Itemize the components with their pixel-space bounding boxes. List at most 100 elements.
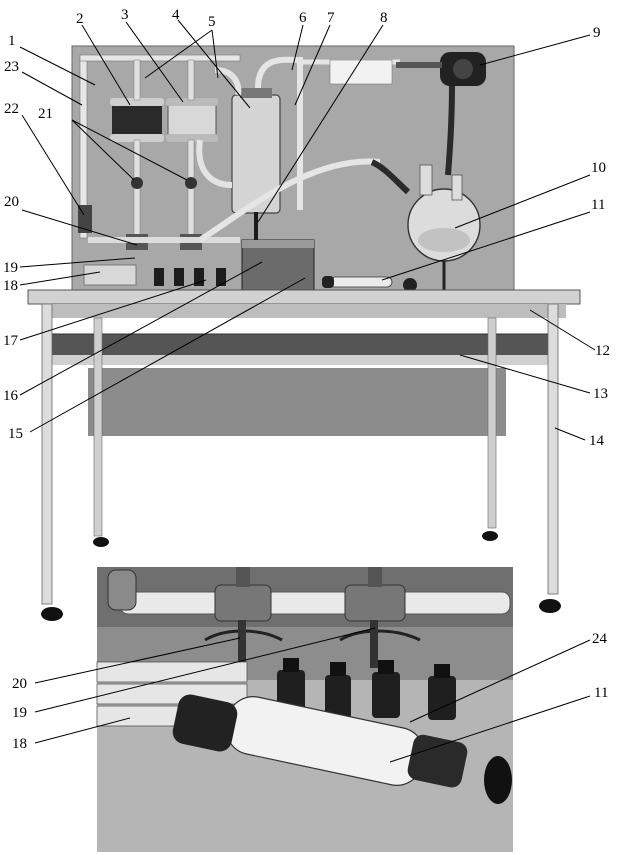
foot-front-left xyxy=(41,607,63,621)
label-bottom-11: 11 xyxy=(594,685,608,701)
label-16: 16 xyxy=(3,388,19,404)
foot-front-right xyxy=(539,599,561,613)
leader-b18 xyxy=(34,717,131,744)
label-18: 18 xyxy=(3,278,18,294)
leader-6 xyxy=(291,24,304,71)
stopcock-right xyxy=(185,177,197,189)
dark-hose-segment xyxy=(370,159,411,195)
leader-10 xyxy=(454,174,591,229)
label-bottom-19: 19 xyxy=(12,705,27,721)
number-labels: 1 23 2 3 4 5 6 7 8 9 10 11 12 13 14 15 1… xyxy=(3,7,610,752)
leader-15 xyxy=(29,277,306,433)
label-9: 9 xyxy=(593,25,601,41)
leader-20 xyxy=(21,209,138,246)
label-19: 19 xyxy=(3,260,18,276)
leader-21a xyxy=(71,119,135,181)
leader-21b xyxy=(71,119,188,181)
filter-canister-3 xyxy=(166,98,218,142)
closeup-clamp-right xyxy=(339,629,421,642)
shelf-rim xyxy=(50,355,556,365)
leader-17 xyxy=(19,279,207,341)
reagent-bottles-17 xyxy=(154,268,226,286)
table-leg-back-left xyxy=(93,317,103,537)
label-11: 11 xyxy=(591,197,605,213)
foot-back-right xyxy=(482,531,498,541)
leader-5a xyxy=(144,29,213,79)
label-10: 10 xyxy=(591,160,606,176)
label-22: 22 xyxy=(4,101,19,117)
label-4: 4 xyxy=(172,7,180,23)
closeup-bottles-24 xyxy=(277,658,456,720)
leader-1 xyxy=(19,46,96,86)
label-12: 12 xyxy=(595,343,610,359)
table-leg-back-right xyxy=(487,317,497,529)
top-photo xyxy=(27,45,581,621)
boxes-18 xyxy=(83,264,137,286)
leader-14 xyxy=(554,427,586,441)
leader-19 xyxy=(19,257,136,268)
closeup-pipe xyxy=(119,591,511,615)
label-7: 7 xyxy=(327,10,335,26)
leader-8 xyxy=(257,24,384,223)
table-leg-front-right xyxy=(547,303,559,595)
leader-lines xyxy=(19,19,596,763)
table-top-12 xyxy=(27,289,581,305)
leader-18 xyxy=(19,271,101,286)
water-tank-16 xyxy=(241,239,315,291)
tube-under-3 xyxy=(187,139,195,241)
label-15: 15 xyxy=(8,426,23,442)
closeup-elbow xyxy=(107,569,137,611)
bottom-photo xyxy=(96,567,513,852)
pump-hose xyxy=(445,85,455,176)
vacuum-pump-9 xyxy=(396,52,486,86)
clamp-22 xyxy=(78,205,92,233)
label-6: 6 xyxy=(299,10,307,26)
leader-7 xyxy=(294,24,331,106)
label-bottom-20: 20 xyxy=(12,676,27,692)
table-leg-front-left xyxy=(41,303,53,605)
leader-4 xyxy=(177,19,251,109)
leader-22 xyxy=(21,114,85,216)
closeup-stem-right xyxy=(370,620,378,668)
label-20: 20 xyxy=(4,194,19,210)
round-flask-10 xyxy=(407,164,481,262)
tube-above-3 xyxy=(187,59,195,101)
leader-b19 xyxy=(34,627,376,713)
leader-11-top xyxy=(381,211,591,281)
leader-b11 xyxy=(389,695,591,763)
leader-12 xyxy=(529,309,596,351)
label-17: 17 xyxy=(3,333,19,349)
foot-back-left xyxy=(93,537,109,547)
leader-3 xyxy=(125,21,184,103)
leader-b20 xyxy=(34,637,241,684)
label-8: 8 xyxy=(380,10,388,26)
label-5: 5 xyxy=(208,14,216,30)
table-apron xyxy=(46,304,566,318)
label-23: 23 xyxy=(4,59,19,75)
label-2: 2 xyxy=(76,11,84,27)
label-14: 14 xyxy=(589,433,605,449)
column-cap xyxy=(240,88,272,98)
leader-5b xyxy=(211,29,219,79)
label-plate xyxy=(329,59,393,85)
label-bottom-18: 18 xyxy=(12,736,27,752)
leader-9 xyxy=(479,34,591,66)
filter-canister-2 xyxy=(110,98,164,142)
leader-b24 xyxy=(409,639,591,723)
top-horizontal-tube xyxy=(79,54,241,62)
lower-back-panel xyxy=(88,368,506,436)
label-bottom-24: 24 xyxy=(592,631,608,647)
leader-23 xyxy=(21,71,83,106)
closeup-syringe-11 xyxy=(172,694,512,804)
tube-above-2 xyxy=(133,59,141,101)
leader-16 xyxy=(19,261,263,396)
label-13: 13 xyxy=(593,386,608,402)
closeup-stem-left xyxy=(238,620,246,668)
label-3: 3 xyxy=(121,7,129,23)
leader-13 xyxy=(459,354,591,394)
syringe-11-top xyxy=(322,276,417,292)
label-21: 21 xyxy=(38,106,53,122)
hose-6 xyxy=(255,56,303,210)
leader-2 xyxy=(81,24,131,106)
